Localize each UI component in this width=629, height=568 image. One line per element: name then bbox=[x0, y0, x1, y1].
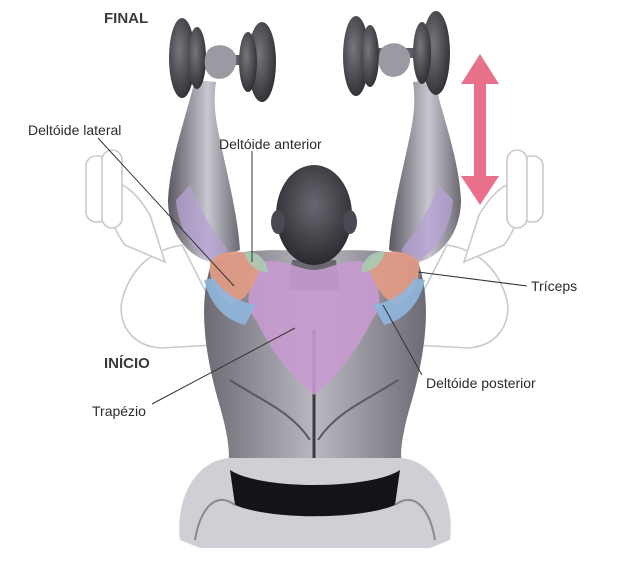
posterior-deltoid-muscle-left bbox=[204, 278, 256, 325]
label-trapezius: Trapézio bbox=[92, 403, 146, 419]
label-triceps: Tríceps bbox=[531, 278, 578, 294]
phase-label-start: INÍCIO bbox=[104, 355, 150, 372]
right-dumbbell bbox=[343, 11, 450, 96]
leader-line-lateral-deltoid bbox=[97, 137, 235, 287]
leader-lines bbox=[97, 137, 528, 405]
phase-label-final: FINAL bbox=[104, 10, 149, 27]
anterior-deltoid-muscle-right bbox=[361, 251, 385, 272]
label-anterior-deltoid: Deltóide anterior bbox=[219, 136, 322, 152]
leader-line-trapezius bbox=[151, 327, 296, 405]
leader-line-triceps bbox=[417, 271, 528, 287]
movement-arrow-icon bbox=[461, 54, 499, 205]
label-lateral-deltoid: Deltóide lateral bbox=[28, 122, 122, 138]
leader-line-posterior-deltoid bbox=[382, 304, 423, 376]
anterior-deltoid-muscle-left bbox=[244, 251, 268, 272]
hips bbox=[179, 458, 451, 548]
trapezius-muscle bbox=[248, 261, 380, 395]
start-pose-outline bbox=[85, 149, 544, 349]
posterior-deltoid-muscle-right bbox=[373, 278, 425, 325]
highlighted-muscles bbox=[204, 251, 425, 395]
label-posterior-deltoid: Deltóide posterior bbox=[426, 375, 536, 391]
raised-arms bbox=[168, 80, 461, 262]
left-dumbbell bbox=[169, 18, 276, 102]
